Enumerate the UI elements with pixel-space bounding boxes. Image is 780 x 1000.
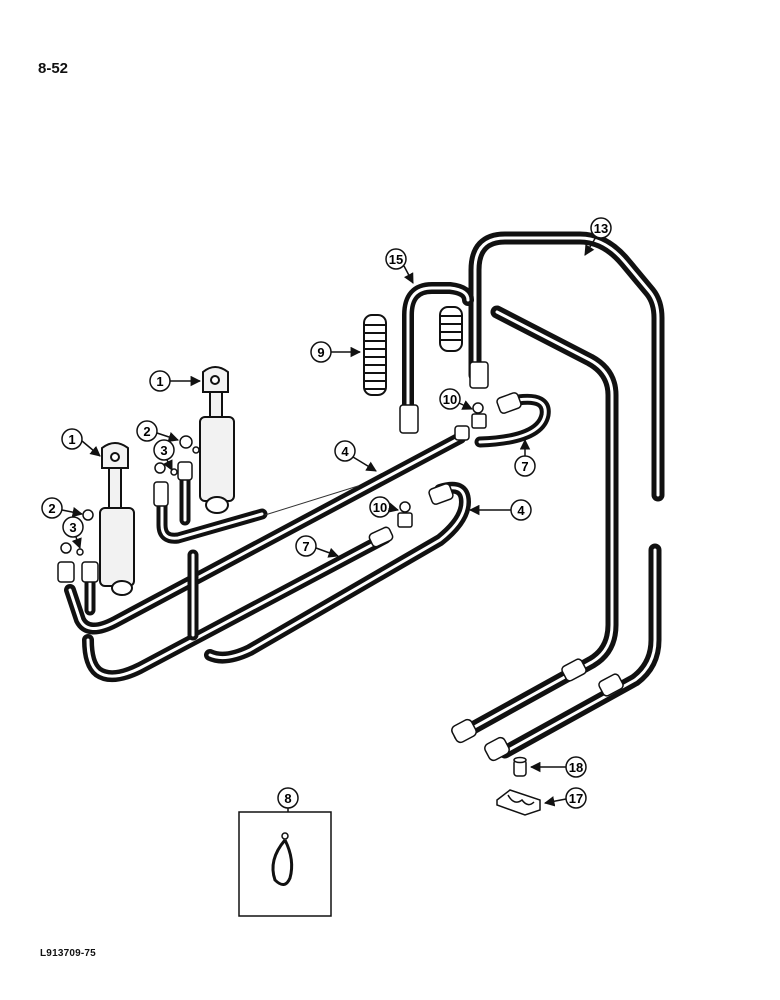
figure-code: L913709-75 [40, 948, 96, 959]
callout-8-text: 8 [284, 791, 291, 806]
callout-3a: 3 [153, 439, 175, 471]
callout-18-text: 18 [569, 760, 583, 775]
callout-3a-text: 3 [160, 443, 167, 458]
callout-4a: 4 [334, 440, 377, 472]
callout-9: 9 [310, 341, 362, 363]
callout-10a-text: 10 [443, 392, 457, 407]
callout-7a-text: 7 [521, 459, 528, 474]
callout-2b: 2 [41, 497, 84, 519]
part-18-sleeve [513, 756, 527, 777]
hose-13-outer [468, 231, 665, 502]
hose-couplings [368, 361, 624, 762]
callout-18: 18 [529, 756, 587, 778]
callout-10b-text: 10 [373, 500, 387, 515]
tee-fitting-lower [397, 501, 413, 528]
hose-group [64, 231, 665, 759]
callout-1a: 1 [149, 370, 202, 392]
page-number: 8-52 [38, 60, 69, 77]
cylinder-lower [99, 442, 135, 596]
callout-1b-text: 1 [68, 432, 75, 447]
part-8-strap [271, 832, 294, 886]
callout-2a: 2 [136, 420, 179, 442]
callout-15: 15 [385, 248, 414, 284]
callout-4a-text: 4 [341, 444, 349, 459]
callout-1a-text: 1 [156, 374, 163, 389]
callout-10a: 10 [439, 388, 473, 410]
callout-2b-text: 2 [48, 501, 55, 516]
callout-7a: 7 [514, 438, 536, 477]
spring-guard-left [363, 314, 387, 396]
callout-17: 17 [543, 787, 587, 809]
callout-1b: 1 [61, 428, 101, 457]
callout-3b-text: 3 [69, 520, 76, 535]
callout-17-text: 17 [569, 791, 583, 806]
part-17-clamp [496, 789, 541, 816]
spring-guard-right [439, 306, 463, 352]
callout-4b: 4 [468, 499, 532, 521]
callout-15-text: 15 [389, 252, 403, 267]
callout-3b: 3 [62, 516, 84, 549]
callout-10b: 10 [369, 496, 400, 518]
callout-9-text: 9 [317, 345, 324, 360]
callout-7b-text: 7 [302, 539, 309, 554]
callout-2a-text: 2 [143, 424, 150, 439]
callout-13: 13 [584, 217, 612, 256]
callout-13-text: 13 [594, 221, 608, 236]
callout-8: 8 [277, 787, 299, 809]
part-8-box [238, 811, 332, 917]
cylinder-upper [199, 366, 235, 514]
hose-13-lower [498, 543, 662, 759]
callout-7b: 7 [295, 535, 339, 558]
tee-fitting-upper [471, 402, 487, 429]
callout-4b-text: 4 [517, 503, 525, 518]
